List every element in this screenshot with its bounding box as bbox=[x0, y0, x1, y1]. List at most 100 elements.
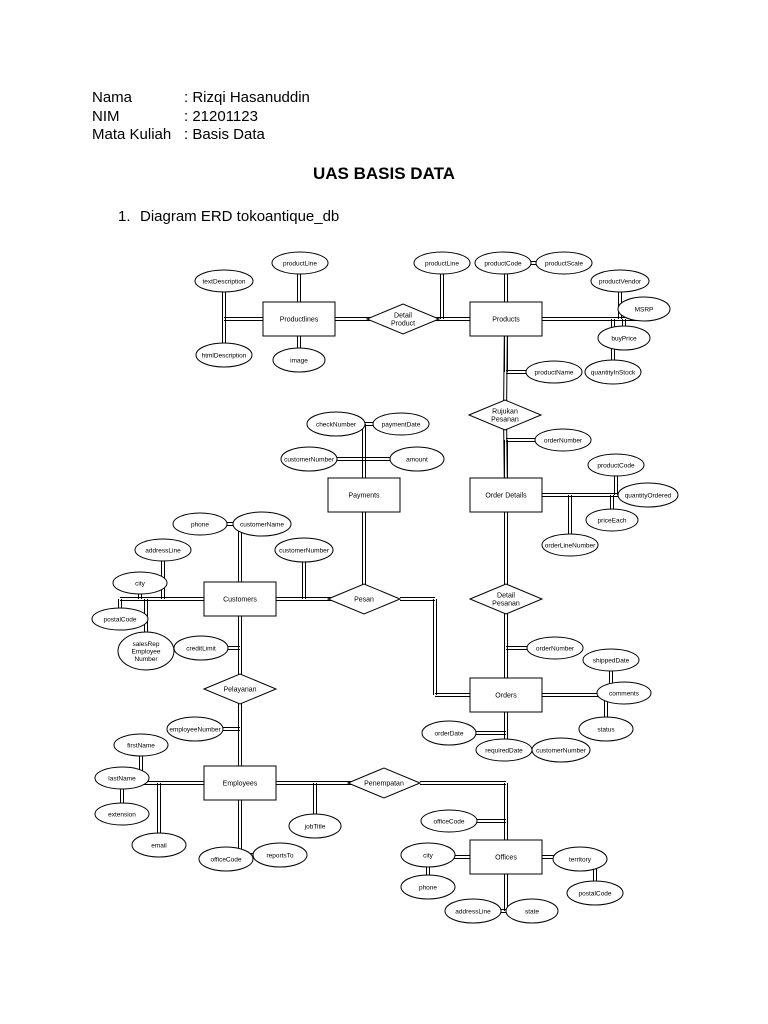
attribute-label: phone bbox=[419, 884, 437, 891]
attribute-p-productline: productLine bbox=[413, 251, 471, 275]
attribute-label: orderLineNumber bbox=[545, 542, 596, 549]
attribute-ellipse bbox=[552, 846, 608, 872]
attribute-label: customerName bbox=[240, 521, 284, 528]
attribute-pl-image: image bbox=[272, 347, 326, 373]
attribute-label: customerNumber bbox=[536, 747, 587, 754]
attribute-ellipse bbox=[596, 681, 652, 705]
attribute-o-status: status bbox=[578, 716, 634, 742]
attribute-e-jobtitle: jobTitle bbox=[288, 813, 342, 839]
attribute-label: amount bbox=[406, 456, 428, 463]
attribute-od-quantityordered: quantityOrdered bbox=[617, 482, 679, 508]
attribute-ellipse bbox=[400, 874, 456, 900]
relationship-label: Detail bbox=[497, 592, 515, 599]
attribute-label: productScale bbox=[545, 260, 583, 267]
attribute-ellipse bbox=[587, 453, 645, 477]
relationship-pelayanan: Pelayanan bbox=[202, 673, 278, 705]
relationship-pesan: Pesan bbox=[326, 583, 402, 615]
attribute-ellipse bbox=[617, 296, 671, 322]
entity-products: Products bbox=[469, 301, 543, 337]
attribute-label: image bbox=[290, 357, 308, 364]
attribute-c-addressline: addressLine bbox=[134, 538, 192, 562]
attribute-label: jobTitle bbox=[304, 823, 326, 830]
attribute-label: territory bbox=[569, 856, 592, 863]
attribute-pay-paymentdate: paymentDate bbox=[372, 412, 430, 436]
attribute-ellipse bbox=[117, 631, 175, 671]
entity-box bbox=[327, 477, 401, 513]
attribute-ellipse bbox=[400, 842, 456, 868]
attribute-ellipse bbox=[198, 846, 254, 872]
entity-box bbox=[469, 839, 543, 875]
attribute-label: city bbox=[135, 580, 146, 587]
entity-employees: Employees bbox=[203, 765, 277, 801]
attribute-label: Number bbox=[134, 656, 158, 663]
attribute-label: paymentDate bbox=[382, 421, 421, 428]
attribute-ellipse bbox=[288, 813, 342, 839]
attribute-e-reportsto: reportsTo bbox=[252, 842, 308, 868]
attribute-of-addressline: addressLine bbox=[444, 898, 502, 924]
attribute-o-shippeddate: shippedDate bbox=[582, 648, 640, 672]
attribute-label: orderDate bbox=[435, 730, 464, 737]
attribute-ellipse bbox=[535, 251, 593, 275]
entity-payments: Payments bbox=[327, 477, 401, 513]
entity-box bbox=[469, 677, 543, 713]
attribute-label: MSRP bbox=[635, 306, 654, 313]
attribute-o-customernumber: customerNumber bbox=[531, 737, 591, 763]
attribute-pay-checknumber: checkNumber bbox=[306, 411, 366, 437]
attribute-ellipse bbox=[195, 342, 253, 368]
attribute-label: officeCode bbox=[211, 856, 242, 863]
attribute-ellipse bbox=[585, 508, 639, 532]
relationship-label: Pesanan bbox=[491, 416, 519, 423]
entity-box bbox=[203, 765, 277, 801]
entity-label: Offices bbox=[495, 854, 517, 861]
attribute-of-state: state bbox=[505, 898, 559, 924]
entity-label: Employees bbox=[223, 780, 258, 787]
attribute-label: Employee bbox=[132, 648, 161, 655]
entity-label: Orders bbox=[495, 692, 517, 699]
attribute-ellipse bbox=[272, 347, 326, 373]
attribute-pl-htmldescription: htmlDescription bbox=[195, 342, 253, 368]
attribute-pay-amount: amount bbox=[389, 446, 445, 472]
entity-label: Products bbox=[492, 316, 520, 323]
attribute-ellipse bbox=[252, 842, 308, 868]
entity-label: Order Details bbox=[485, 492, 527, 499]
attribute-e-lastname: lastName bbox=[94, 766, 150, 790]
attribute-ellipse bbox=[584, 359, 642, 385]
attribute-ellipse bbox=[172, 512, 228, 536]
attribute-p-productname: productName bbox=[525, 360, 583, 384]
attribute-c-customername: customerName bbox=[232, 511, 292, 537]
relationship-diamond bbox=[467, 399, 543, 431]
section-number: 1. bbox=[118, 208, 131, 225]
attribute-ellipse bbox=[590, 269, 650, 293]
attribute-label: productVendor bbox=[599, 278, 642, 285]
attribute-label: postalCode bbox=[104, 616, 137, 623]
entity-label: Productlines bbox=[280, 316, 319, 323]
entity-orders: Orders bbox=[469, 677, 543, 713]
attribute-ellipse bbox=[617, 482, 679, 508]
header-value: : 21201123 bbox=[184, 108, 258, 125]
attribute-label: htmlDescription bbox=[202, 352, 247, 359]
attribute-o-ordernumber: orderNumber bbox=[526, 636, 584, 660]
attribute-p-productcode: productCode bbox=[474, 251, 532, 275]
attribute-e-employeenumber: employeeNumber bbox=[166, 716, 224, 742]
attribute-od-ordernumber: orderNumber bbox=[534, 428, 592, 452]
attribute-e-firstname: firstName bbox=[113, 733, 169, 757]
relationship-penempatan: Penempatan bbox=[346, 767, 422, 799]
attribute-ellipse bbox=[474, 251, 532, 275]
attribute-ellipse bbox=[420, 809, 478, 833]
relationship-label: Product bbox=[391, 320, 415, 327]
attribute-ellipse bbox=[94, 766, 150, 790]
attribute-pl-productline: productLine bbox=[271, 251, 329, 275]
attribute-label: status bbox=[597, 726, 615, 733]
attribute-label: productName bbox=[534, 369, 573, 376]
relationship-label: Detail bbox=[394, 312, 412, 319]
attribute-c-creditlimit: creditLimit bbox=[173, 635, 229, 661]
attribute-ellipse bbox=[597, 325, 651, 351]
attribute-ellipse bbox=[534, 428, 592, 452]
attribute-label: lastName bbox=[108, 775, 136, 782]
attribute-ellipse bbox=[578, 716, 634, 742]
relationship-label: Penempatan bbox=[364, 780, 404, 787]
attribute-label: state bbox=[525, 908, 539, 915]
